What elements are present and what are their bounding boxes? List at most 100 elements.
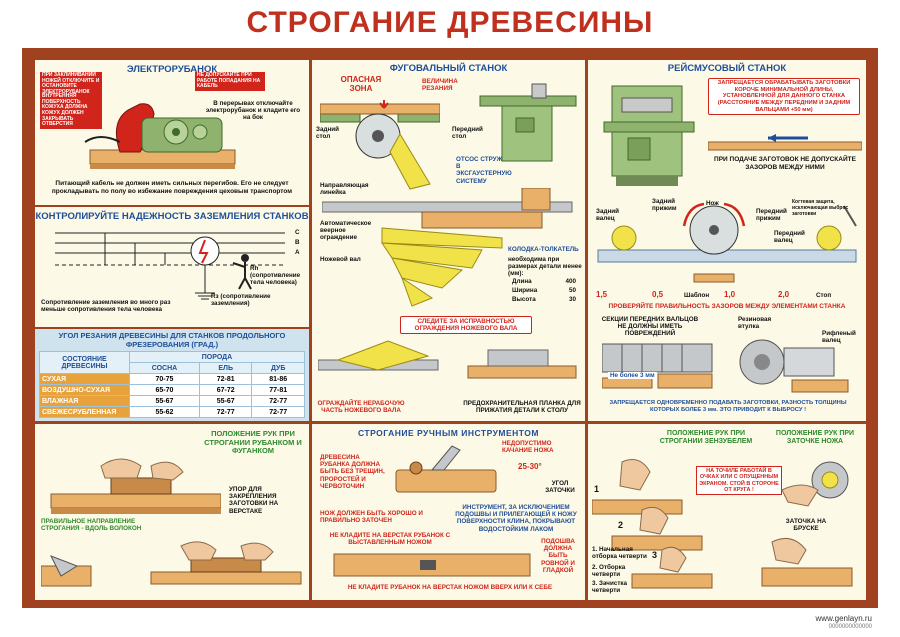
knife-shaft-label: Ножевой вал	[320, 256, 361, 263]
phase-a-label: А	[295, 249, 300, 256]
sharpening-angle: 25-30°	[518, 462, 542, 471]
phase-c-label: С	[295, 229, 300, 236]
panel-hand-position: ПОЛОЖЕНИЕ РУК ПРИ СТРОГАНИИ РУБАНКОМ И Ф…	[35, 424, 309, 600]
gap-2-0: 2,0	[778, 290, 790, 299]
row-value: 55-67	[129, 395, 200, 407]
angle-table-heading: УГОЛ РЕЗАНИЯ ДРЕВЕСИНЫ ДЛЯ СТАНКОВ ПРОДО…	[58, 331, 286, 349]
hand-position-heading: ПОЛОЖЕНИЕ РУК ПРИ СТРОГАНИИ РУБАНКОМ И Ф…	[204, 429, 302, 456]
rear-roller-label: Задний валец	[596, 208, 619, 223]
lacquer-note: ИНСТРУМЕНТ, ЗА ИСКЛЮЧЕНИЕМ ПОДОШВЫ И ПРИ…	[455, 504, 577, 533]
sections-note: СЕКЦИИ ПЕРЕДНИХ ВАЛЬЦОВ НЕ ДОЛЖНЫ ИМЕТЬ …	[601, 316, 699, 338]
row-value: 72-81	[198, 373, 253, 385]
electro-note-break: В перерывах отключайте электрорубанок и …	[205, 100, 301, 122]
step-2-label: 2. Отборка четверти	[592, 564, 626, 579]
rubber-sleeve-label: Резиновая втулка	[738, 316, 772, 331]
step-2-number: 2	[618, 520, 624, 530]
footer-watermark: www.genlayn.ru 0000000000000	[816, 614, 872, 631]
auto-guard-label: Автоматическое веерное ограждение	[320, 220, 372, 242]
col-state-header: СОСТОЯНИЕ ДРЕВЕСИНЫ	[39, 351, 130, 374]
jointer-heading: ФУГОВАЛЬНЫЙ СТАНОК	[389, 63, 508, 74]
sharpening-angle-label: УГОЛ ЗАТОЧКИ	[545, 480, 575, 495]
row-value: 67-72	[198, 384, 253, 396]
row-value: 81-86	[251, 373, 305, 385]
row-state: СВЕЖЕСРУБЛЕННАЯ	[39, 406, 130, 418]
cut-depth-label: ВЕЛИЧИНА РЕЗАНИЯ	[422, 78, 458, 93]
thicknesser-machine-illustration	[603, 85, 695, 186]
panel-angle-table: УГОЛ РЕЗАНИЯ ДРЕВЕСИНЫ ДЛЯ СТАНКОВ ПРОДО…	[35, 329, 309, 421]
knife-shake-warning: НЕДОПУСТИМО КАЧАНИЕ НОЖА	[502, 440, 554, 455]
manual-heading: СТРОГАНИЕ РУЧНЫМ ИНСТРУМЕНТОМ	[358, 428, 539, 438]
plane-side-illustration	[395, 445, 497, 493]
kogti-label: Когтевая защита, исключающая выброс заго…	[792, 199, 849, 217]
plane-sole-illustration	[333, 553, 531, 577]
phase-b-label: В	[295, 239, 300, 246]
gap-1-0: 1,0	[724, 290, 736, 299]
thicknesser-heading: РЕЙСМУСОВЫЙ СТАНОК	[667, 63, 787, 74]
safety-plank-label: ПРЕДОХРАНИТЕЛЬНАЯ ПЛАНКА ДЛЯ ПРИЖАТИЯ ДЕ…	[463, 400, 581, 415]
grounding-note: Сопротивление заземления во много раз ме…	[41, 299, 171, 314]
footer-site[interactable]: www.genlayn.ru	[815, 614, 872, 623]
rebate-illustration	[592, 459, 853, 589]
check-gaps-note: ПРОВЕРЯЙТЕ ПРАВИЛЬНОСТЬ ЗАЗОРОВ МЕЖДУ ЭЛ…	[608, 303, 846, 310]
guide-ruler-label: Направляющая линейка	[320, 182, 369, 197]
grinder-warning: НА ТОЧИЛЕ РАБОТАЙ В ОЧКАХ ИЛИ С ОПУЩЕННЫ…	[696, 466, 782, 496]
jointer-machine-illustration	[479, 83, 577, 162]
table-row: ВОЗДУШНО-СУХАЯ 65-70 67-72 77-81	[39, 384, 305, 396]
danger-zone-label: ОПАСНАЯ ЗОНА	[340, 75, 382, 94]
stop-label: Стоп	[816, 292, 832, 299]
step-1-label: 1. Начальная отборка четверти	[592, 546, 647, 561]
template-label: Шаблон	[684, 292, 710, 299]
pusher-note: необходима при размерах детали менее (мм…	[508, 256, 582, 278]
no-gap-note: ПРИ ПОДАЧЕ ЗАГОТОВОК НЕ ДОПУСКАЙТЕ ЗАЗОР…	[714, 156, 856, 171]
step-3-label: 3. Зачистка четверти	[592, 580, 628, 595]
breed-oak: ДУБ	[251, 362, 305, 374]
rebate-hands-heading: ПОЛОЖЕНИЕ РУК ПРИ СТРОГАНИИ ЗЕНЗУБЕЛЕМ	[659, 430, 753, 446]
pusher-heading: КОЛОДКА-ТОЛКАТЕЛЬ	[508, 246, 579, 253]
no-knife-out-note: НЕ КЛАДИТЕ НА ВЕРСТАК РУБАНОК С ВЫСТАВЛЕ…	[329, 532, 451, 547]
sole-note: ПОДОШВА ДОЛЖНА БЫТЬ РОВНОЙ И ГЛАДКОЙ	[541, 538, 575, 574]
front-table-label: Передний стол	[452, 126, 483, 141]
rear-table-label: Задний стол	[316, 126, 339, 141]
whetstone-label: ЗАТОЧКА НА БРУСКЕ	[785, 518, 827, 533]
row-value: 72-77	[251, 395, 305, 407]
breed-pine: СОСНА	[129, 362, 200, 374]
chip-suction-label: ОТСОС СТРУЖКИ В ЭКСГАУСТЕРНУЮ СИСТЕМУ	[456, 156, 512, 185]
ribbed-roller-label: Рифленый валец	[822, 330, 856, 345]
knife-sharp-note: НОЖ ДОЛЖЕН БЫТЬ ХОРОШО И ПРАВИЛЬНО ЗАТОЧ…	[320, 510, 423, 525]
max-3mm-label: Не более 3 мм	[608, 372, 657, 380]
step-3-number: 3	[652, 550, 658, 560]
panel-rebate-plane: ПОЛОЖЕНИЕ РУК ПРИ СТРОГАНИИ ЗЕНЗУБЕЛЕМ П…	[588, 424, 866, 600]
fan-guard-illustration	[322, 188, 573, 307]
jointer-bottom-illustration	[318, 340, 577, 379]
row-value: 72-77	[251, 406, 305, 418]
breed-spruce: ЕЛЬ	[198, 362, 253, 374]
watch-guard-warning: СЛЕДИТЕ ЗА ИСПРАВНОСТЬЮ ОГРАЖДЕНИЯ НОЖЕВ…	[400, 316, 532, 335]
thicknesser-scheme-illustration	[597, 202, 857, 283]
fence-unused-warning: ОГРАЖДАЙТЕ НЕРАБОЧУЮ ЧАСТЬ НОЖЕВОГО ВАЛА	[317, 400, 405, 415]
panel-jointer: ФУГОВАЛЬНЫЙ СТАНОК ОПАСНАЯ ЗОНА ВЕЛИЧИНА…	[312, 60, 585, 421]
bench-stop-label: УПОР ДЛЯ ЗАКРЕПЛЕНИЯ ЗАГОТОВКИ НА ВЕРСТА…	[229, 486, 279, 515]
grain-direction-label: ПРАВИЛЬНОЕ НАПРАВЛЕНИЕ СТРОГАНИЯ - ВДОЛЬ…	[41, 518, 142, 533]
feed-arrow-illustration	[708, 134, 862, 151]
rollers-illustration	[602, 339, 849, 393]
table-row: СУХАЯ 70-75 72-81 81-86	[39, 373, 305, 385]
page-title: СТРОГАНИЕ ДРЕВЕСИНЫ	[246, 6, 654, 39]
front-clamp-label: Передний прижим	[756, 208, 787, 223]
footer-code: 0000000000000	[828, 623, 872, 630]
row-state: ВОЗДУШНО-СУХАЯ	[39, 384, 130, 396]
row-value: 55-62	[129, 406, 200, 418]
electro-heading: ЭЛЕКТРОРУБАНОК	[126, 64, 218, 75]
min-length-warning: ЗАПРЕЩАЕТСЯ ОБРАБАТЫВАТЬ ЗАГОТОВКИ КОРОЧ…	[708, 78, 860, 116]
row-value: 72-77	[198, 406, 253, 418]
table-row: ВЛАЖНАЯ 55-67 55-67 72-77	[39, 395, 305, 407]
row-value: 55-67	[198, 395, 253, 407]
electro-warning-2: НЕ ДОПУСКАЙТЕ ПРИ РАБОТЕ ПОПАДАНИЯ НА КА…	[195, 72, 265, 91]
row-value: 65-70	[129, 384, 200, 396]
gap-1-5: 1,5	[596, 290, 608, 299]
grounding-heading: КОНТРОЛИРУЙТЕ НАДЕЖНОСТЬ ЗАЗЕМЛЕНИЯ СТАН…	[35, 211, 309, 222]
panel-grounding: КОНТРОЛИРУЙТЕ НАДЕЖНОСТЬ ЗАЗЕМЛЕНИЯ СТАН…	[35, 207, 309, 327]
row-state: СУХАЯ	[39, 373, 130, 385]
electroplane-illustration	[84, 103, 236, 169]
